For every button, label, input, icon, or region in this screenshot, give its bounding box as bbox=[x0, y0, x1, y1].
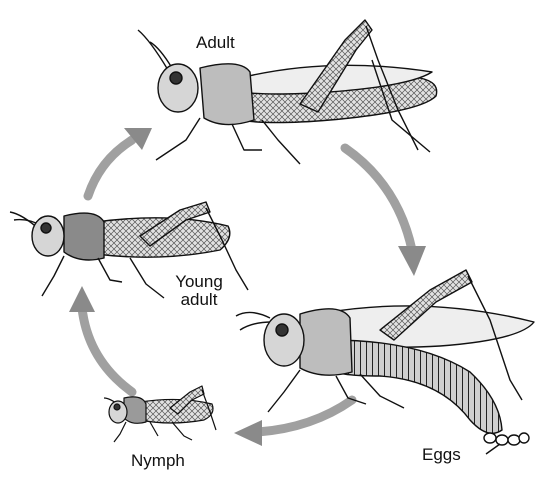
cycle-arrow-eggs-to-nymph bbox=[234, 400, 352, 446]
cycle-arrow-young-adult-to-adult bbox=[88, 128, 152, 196]
label-young-adult-line2: adult bbox=[163, 291, 235, 309]
grasshopper-nymph-icon bbox=[104, 386, 216, 442]
cycle-arrow-nymph-to-young-adult bbox=[69, 286, 132, 392]
grasshopper-adult-icon bbox=[138, 20, 437, 164]
label-nymph: Nymph bbox=[131, 452, 185, 470]
cycle-arrow-adult-to-eggs bbox=[345, 148, 426, 276]
label-eggs: Eggs bbox=[422, 446, 461, 464]
label-adult: Adult bbox=[196, 34, 235, 52]
label-young-adult: Young adult bbox=[163, 273, 235, 309]
label-young-adult-line1: Young bbox=[163, 273, 235, 291]
